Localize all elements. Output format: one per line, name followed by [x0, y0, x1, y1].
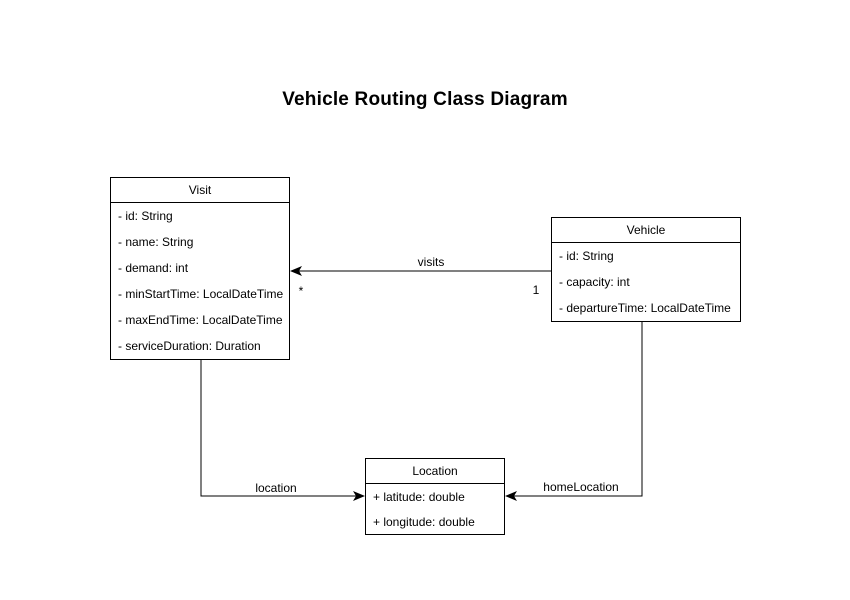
class-attribute: - minStartTime: LocalDateTime [118, 287, 284, 301]
class-box-visit: Visit - id: String - name: String - dema… [110, 177, 290, 360]
edge-location [200, 360, 365, 501]
class-attribute: - maxEndTime: LocalDateTime [118, 313, 283, 327]
homelocation-edge-line [514, 321, 643, 497]
edge-label-location: location [253, 481, 299, 495]
class-attribute: + longitude: double [373, 514, 475, 529]
class-attribute: - id: String [118, 209, 173, 223]
class-attribute: - capacity: int [559, 275, 630, 289]
edge-label-homelocation: homeLocation [541, 480, 621, 494]
homelocation-arrowhead-icon [505, 491, 517, 501]
edge-label-visits: visits [415, 255, 447, 269]
location-edge-line [200, 360, 356, 497]
multiplicity-visits-target: * [298, 284, 304, 298]
visits-arrowhead-icon [290, 266, 302, 276]
location-arrowhead-icon [353, 491, 365, 501]
class-attribute: - demand: int [118, 261, 189, 275]
class-attribute: - departureTime: LocalDateTime [559, 301, 731, 315]
class-name: Visit [111, 178, 289, 203]
class-name: Vehicle [552, 218, 740, 243]
multiplicity-visits-source: 1 [532, 283, 540, 297]
class-name: Location [366, 459, 504, 484]
class-box-vehicle: Vehicle - id: String - capacity: int - d… [551, 217, 741, 322]
class-box-location: Location + latitude: double + longitude:… [365, 458, 505, 535]
class-attribute: - name: String [118, 235, 194, 249]
class-attribute: + latitude: double [373, 489, 465, 504]
class-attribute: - serviceDuration: Duration [118, 339, 261, 353]
diagram-title: Vehicle Routing Class Diagram [282, 89, 568, 110]
class-attribute: - id: String [559, 249, 614, 263]
edge-homelocation [505, 321, 643, 501]
